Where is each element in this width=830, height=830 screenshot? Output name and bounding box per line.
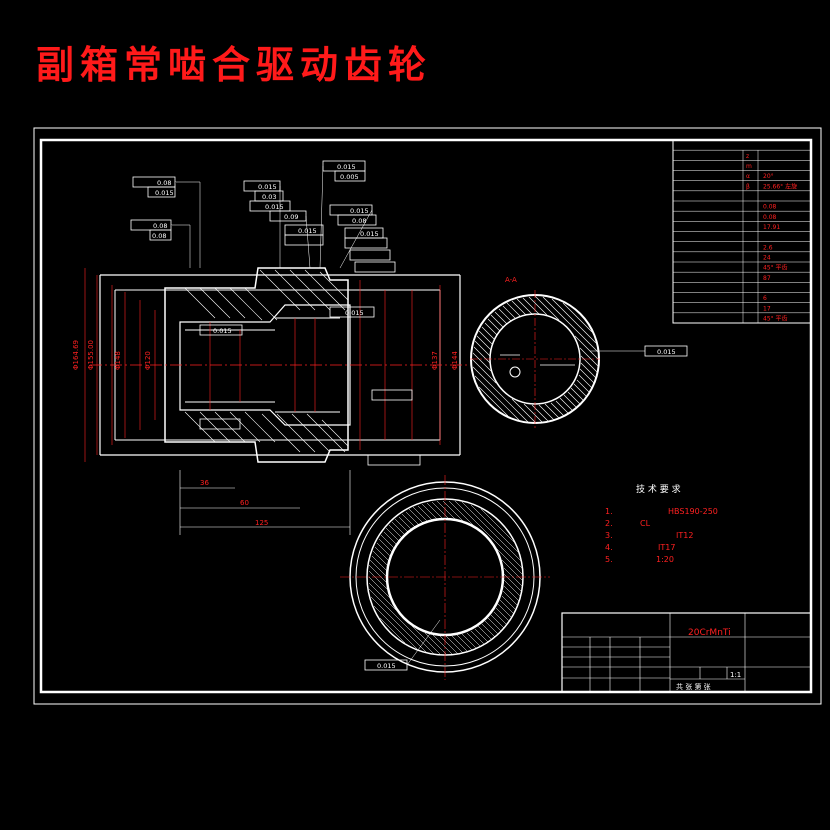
table-cell: 0.08 — [763, 204, 777, 211]
tol-t3: 0.015 — [258, 183, 277, 191]
tol-t13: 0.08 — [352, 217, 366, 225]
req-3: 3. — [605, 531, 613, 540]
table-cell: β — [746, 183, 750, 190]
table-cell: 45° 平齿 — [763, 264, 788, 272]
section-ring-view: A-A — [470, 276, 600, 428]
gear-face-view — [340, 475, 550, 680]
req-note-5: 1:20 — [656, 555, 674, 564]
req-note-4: IT17 — [658, 543, 675, 552]
req-1: 1. — [605, 507, 613, 516]
table-cell: 45° 平齿 — [763, 315, 788, 323]
scale: 1:1 — [730, 671, 741, 679]
gear-parameter-table: zmα 20° β 25.66° 左旋 0.08 0.08 17.91 2.6 24 45° 平齿… — [672, 139, 812, 324]
section-label: A-A — [505, 276, 517, 284]
tol-t6: 0.09 — [284, 213, 298, 221]
table-cell: 2.6 — [763, 244, 773, 251]
table-cell: z — [746, 153, 749, 160]
svg-text:Φ155.00: Φ155.00 — [87, 340, 95, 370]
tech-req-heading: 技 术 要 求 — [636, 483, 681, 495]
req-note-1: HBS190-250 — [668, 507, 718, 516]
tol-t16: 0.015 — [345, 309, 364, 317]
table-cell: 6 — [763, 295, 767, 302]
table-cell: 17 — [763, 305, 771, 312]
req-5: 5. — [605, 555, 613, 564]
svg-text:60: 60 — [240, 499, 249, 507]
req-4: 4. — [605, 543, 613, 552]
section-view: 36 60 125 Φ164.69 Φ155.00 Φ148 Φ120 Φ144 Φ… — [72, 267, 470, 535]
tol-t5: 0.015 — [265, 203, 284, 211]
tol-t2: 0.015 — [155, 189, 174, 197]
req-note-3: IT12 — [676, 531, 693, 540]
svg-text:Φ144: Φ144 — [451, 351, 459, 370]
table-cell: 20° — [763, 173, 774, 180]
tol-t14: 0.015 — [360, 230, 379, 238]
table-cell: α — [746, 173, 750, 180]
table-cell: 0.08 — [763, 214, 777, 221]
svg-text:Φ148: Φ148 — [114, 351, 122, 370]
svg-text:36: 36 — [200, 479, 209, 487]
tech-requirements: 技 术 要 求 1. 2. 3. 4. 5. HBS190-250 CL IT1… — [605, 483, 718, 564]
req-2: 2. — [605, 519, 613, 528]
tol-t10: 0.08 — [152, 232, 166, 240]
title-block: 20CrMnTi 1:1 共 张 第 张 — [561, 612, 812, 693]
table-cell: 24 — [763, 255, 771, 262]
svg-text:Φ164.69: Φ164.69 — [72, 340, 80, 370]
table-cell: 17.91 — [763, 224, 780, 231]
svg-text:125: 125 — [255, 519, 268, 527]
tol-t9: 0.08 — [153, 222, 167, 230]
svg-text:Φ137: Φ137 — [431, 351, 439, 370]
tol-t15: 0.015 — [213, 327, 232, 335]
material: 20CrMnTi — [688, 628, 731, 638]
table-cell: 25.66° 左旋 — [763, 182, 797, 190]
tol-gear: 0.015 — [377, 662, 396, 670]
tol-t4: 0.03 — [262, 193, 276, 201]
tol-ring: 0.015 — [657, 348, 676, 356]
sheet-inner-border — [39, 138, 813, 694]
req-note-2: CL — [640, 519, 651, 528]
tolerance-frames: 0.08 0.015 0.08 0.08 0.015 0.03 0.015 0.… — [130, 160, 688, 671]
drawing-title: 副箱常啮合驱动齿轮 — [36, 42, 433, 87]
sheet-outer-border — [33, 127, 822, 705]
table-cell: 87 — [763, 275, 771, 282]
sheet-count: 共 张 第 张 — [676, 682, 711, 691]
table-cell: m — [746, 163, 752, 170]
tol-t8: 0.015 — [337, 163, 356, 171]
tol-t11: 0.015 — [350, 207, 369, 215]
tol-t1: 0.08 — [157, 179, 171, 187]
svg-text:Φ120: Φ120 — [144, 351, 152, 370]
tol-t7: 0.005 — [340, 173, 359, 181]
